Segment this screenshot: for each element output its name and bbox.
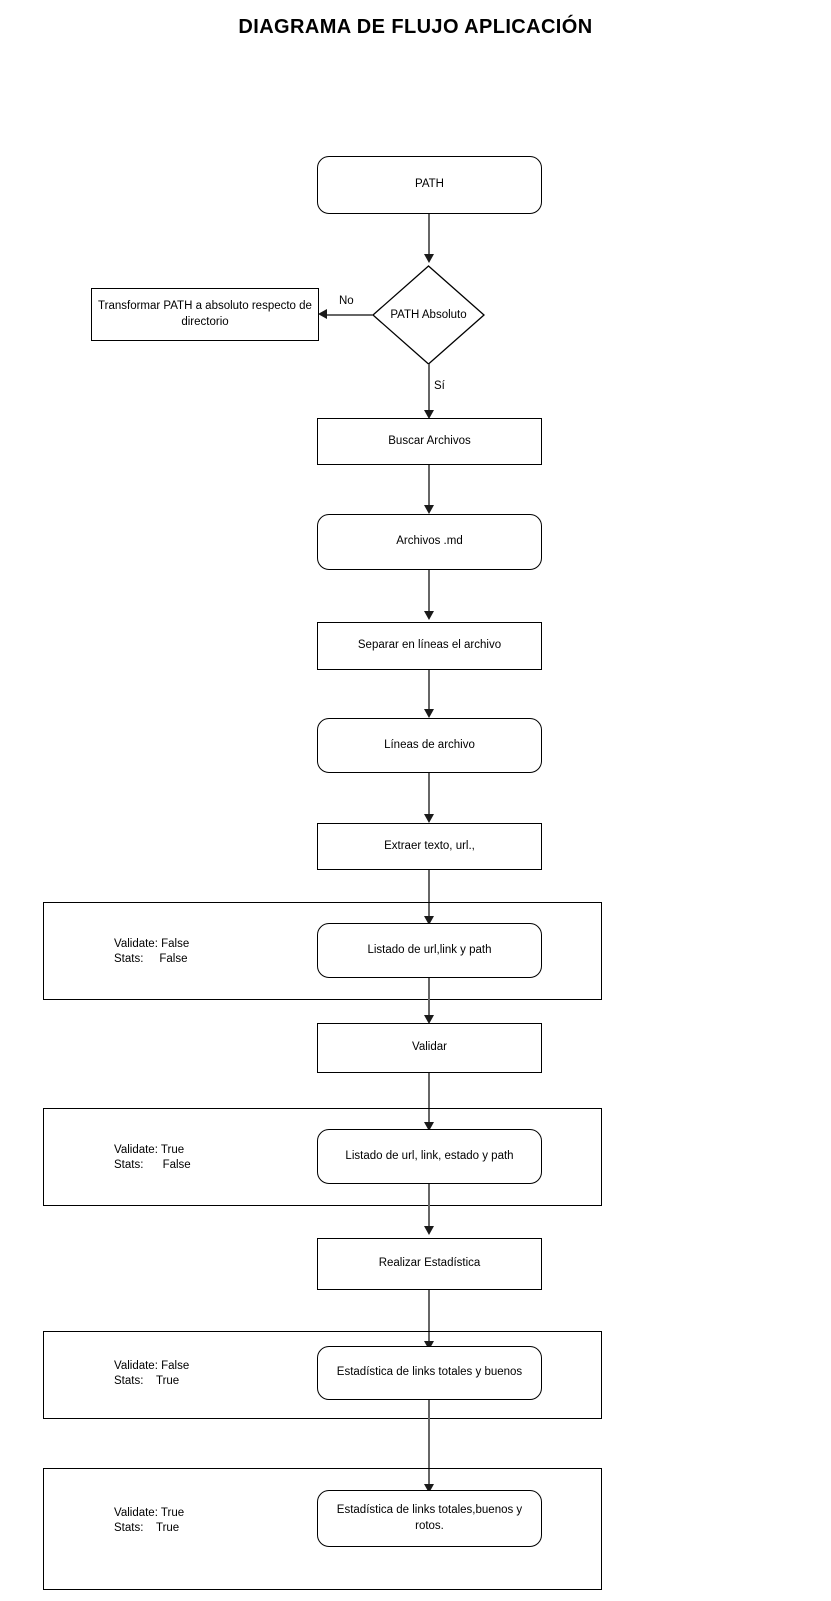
arrowhead-separar-to-lineas <box>424 709 434 718</box>
connector-realizar-to-estadistica1 <box>428 1290 430 1345</box>
annotation-4-line1: Validate: True <box>114 1507 185 1519</box>
connector-decision-to-buscar <box>428 364 430 413</box>
node-estadistica-totales-buenos-label: Estadística de links totales y buenos <box>336 1366 523 1379</box>
node-validar[interactable]: Validar <box>317 1023 542 1073</box>
annotation-4-line2: Stats: True <box>114 1522 180 1534</box>
node-listado-url-link-estado-path-label: Listado de url, link, estado y path <box>345 1149 514 1162</box>
node-separar-lineas[interactable]: Separar en líneas el archivo <box>317 622 542 670</box>
node-listado-url-link-estado-path[interactable]: Listado de url, link, estado y path <box>317 1129 542 1184</box>
node-lineas-archivo-label: Líneas de archivo <box>384 738 475 751</box>
node-archivos-md-label: Archivos .md <box>396 535 463 548</box>
node-path-absoluto[interactable]: PATH Absoluto <box>372 265 485 365</box>
annotation-2-line1: Validate: True <box>114 1144 185 1156</box>
annotation-2-line2: Stats: False <box>114 1159 191 1171</box>
node-extraer-texto[interactable]: Extraer texto, url., <box>317 823 542 870</box>
arrowhead-listado1-to-validar <box>424 1015 434 1024</box>
connector-buscar-to-archivos-md <box>428 465 430 508</box>
annotation-frame-4 <box>43 1468 602 1590</box>
node-extraer-texto-label: Extraer texto, url., <box>384 839 475 852</box>
node-validar-label: Validar <box>412 1041 447 1054</box>
arrowhead-path-to-decision <box>424 254 434 263</box>
annotation-1-line2: Stats: False <box>114 953 188 965</box>
node-realizar-estadistica-label: Realizar Estadística <box>378 1257 481 1270</box>
arrowhead-realizar-to-estadistica1 <box>424 1341 434 1350</box>
arrowhead-estadistica1-to-estadistica2 <box>424 1484 434 1493</box>
node-listado-url-link-path[interactable]: Listado de url,link y path <box>317 923 542 978</box>
connector-archivos-md-to-separar <box>428 570 430 614</box>
arrowhead-validar-to-listado2 <box>424 1122 434 1131</box>
node-estadistica-totales-buenos-rotos-label: Estadística de links totales,buenos y ro… <box>336 1503 523 1532</box>
node-estadistica-totales-buenos[interactable]: Estadística de links totales y buenos <box>317 1346 542 1400</box>
arrowhead-buscar-to-archivos-md <box>424 505 434 514</box>
connector-estadistica1-to-estadistica2 <box>428 1400 430 1488</box>
node-buscar-archivos[interactable]: Buscar Archivos <box>317 418 542 465</box>
connector-listado2-to-realizar <box>428 1184 430 1228</box>
arrowhead-lineas-to-extraer <box>424 814 434 823</box>
node-lineas-archivo[interactable]: Líneas de archivo <box>317 718 542 773</box>
arrowhead-decision-to-buscar <box>424 410 434 419</box>
node-estadistica-totales-buenos-rotos[interactable]: Estadística de links totales,buenos y ro… <box>317 1490 542 1547</box>
node-transformar-path[interactable]: Transformar PATH a absoluto respecto de … <box>91 288 319 341</box>
connector-listado1-to-validar <box>428 978 430 1020</box>
node-listado-url-link-path-label: Listado de url,link y path <box>367 943 492 956</box>
node-path[interactable]: PATH <box>317 156 542 214</box>
connector-separar-to-lineas <box>428 670 430 712</box>
connector-decision-to-transformar <box>327 314 373 316</box>
annotation-frame-3 <box>43 1331 602 1419</box>
node-separar-lineas-label: Separar en líneas el archivo <box>357 639 502 652</box>
annotation-1-line1: Validate: False <box>114 938 190 950</box>
connector-extraer-to-listado1 <box>428 870 430 920</box>
arrowhead-extraer-to-listado1 <box>424 916 434 925</box>
node-realizar-estadistica[interactable]: Realizar Estadística <box>317 1238 542 1290</box>
arrowhead-listado2-to-realizar <box>424 1226 434 1235</box>
arrowhead-archivos-md-to-separar <box>424 611 434 620</box>
arrowhead-decision-to-transformar <box>318 309 327 319</box>
edge-label-no: No <box>339 295 354 307</box>
node-transformar-path-label: Transformar PATH a absoluto respecto de … <box>98 299 312 328</box>
annotation-frame-1 <box>43 902 602 1000</box>
annotation-frame-2 <box>43 1108 602 1206</box>
annotation-3-line2: Stats: True <box>114 1375 180 1387</box>
node-path-absoluto-label: PATH Absoluto <box>390 309 467 321</box>
annotation-3-line1: Validate: False <box>114 1360 190 1372</box>
connector-path-to-decision <box>428 214 430 256</box>
node-buscar-archivos-label: Buscar Archivos <box>388 434 471 447</box>
connector-validar-to-listado2 <box>428 1073 430 1126</box>
page-title: DIAGRAMA DE FLUJO APLICACIÓN <box>238 16 593 38</box>
node-path-label: PATH <box>415 178 444 191</box>
node-archivos-md[interactable]: Archivos .md <box>317 514 542 570</box>
edge-label-si: Sí <box>434 380 445 392</box>
connector-lineas-to-extraer <box>428 773 430 818</box>
